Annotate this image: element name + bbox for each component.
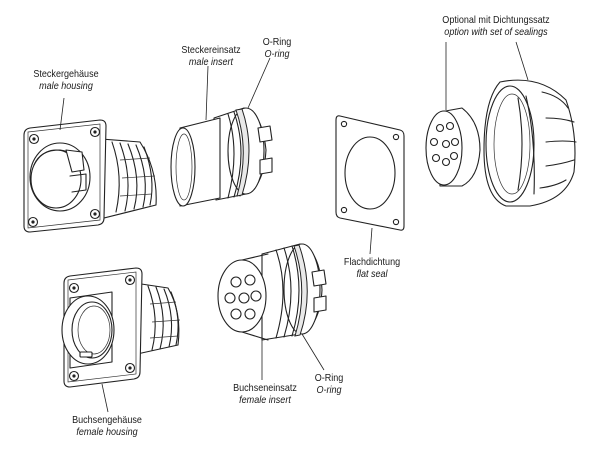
male-insert-oring	[235, 108, 250, 197]
sealing-insert-hole	[431, 153, 441, 163]
label-oring-bottom: O-Ring O-ring	[308, 372, 351, 396]
label-female-insert: Buchseneinsatz female insert	[223, 382, 307, 406]
sealing-insert-hole	[435, 123, 445, 133]
sealing-set-label-en: option with set of sealings	[444, 26, 548, 38]
flat-seal-hole	[344, 136, 396, 210]
male-insert-drawing	[170, 107, 273, 207]
flat-seal-label-de: Flachdichtung	[343, 256, 401, 268]
oring-bottom-label-en: O-ring	[316, 384, 342, 396]
female-housing-label-en: female housing	[76, 426, 138, 438]
oring-bottom-label-de: O-Ring	[314, 372, 344, 384]
flat-seal-label-en: flat seal	[356, 268, 388, 280]
sealing-set-label-de: Optional mit Dichtungssatz	[442, 14, 550, 26]
male-insert-front	[170, 127, 196, 207]
female-insert-contact	[230, 276, 242, 288]
label-male-housing: Steckergehäuse male housing	[21, 68, 110, 92]
sealing-insert-hole	[450, 137, 460, 147]
sealing-set-drawing	[425, 79, 577, 207]
oring-top-label-de: O-Ring	[262, 36, 292, 48]
male-housing-label-de: Steckergehäuse	[33, 68, 99, 80]
sealing-insert-hole	[429, 137, 439, 147]
label-female-housing: Buchsengehäuse female housing	[60, 414, 155, 438]
sealing-insert-hole	[445, 121, 455, 131]
sealing-insert-face	[425, 110, 463, 186]
male-housing-drawing	[23, 119, 157, 233]
male-insert-label-de: Steckereinsatz	[181, 44, 241, 56]
flat-seal-drawing	[335, 115, 405, 231]
female-insert-drawing	[217, 243, 327, 341]
female-insert-contact	[250, 290, 262, 302]
female-insert-label-en: female insert	[239, 394, 291, 406]
leader-lines	[59, 41, 529, 413]
sealing-insert-hole	[441, 157, 451, 167]
female-insert-contact	[238, 292, 250, 304]
label-sealing-set: Optional mit Dichtungssatz option with s…	[420, 14, 571, 38]
female-insert-contact	[244, 274, 256, 286]
label-flat-seal: Flachdichtung flat seal	[338, 256, 407, 280]
cap-nut-opening	[485, 85, 535, 203]
female-housing-drawing	[61, 267, 181, 388]
label-oring-top: O-Ring O-ring	[256, 36, 299, 60]
female-insert-contact	[244, 308, 256, 320]
male-housing-label-en: male housing	[39, 80, 93, 92]
sealing-insert-hole	[449, 151, 459, 161]
female-insert-contact	[224, 292, 236, 304]
female-insert-label-de: Buchseneinsatz	[233, 382, 297, 394]
oring-top-label-en: O-ring	[264, 48, 290, 60]
label-male-insert: Steckereinsatz male insert	[169, 44, 253, 68]
female-insert-oring	[293, 244, 308, 337]
female-insert-contact	[230, 308, 242, 320]
male-insert-label-en: male insert	[188, 56, 234, 68]
female-housing-label-de: Buchsengehäuse	[72, 414, 142, 426]
sealing-insert-hole	[441, 139, 451, 149]
